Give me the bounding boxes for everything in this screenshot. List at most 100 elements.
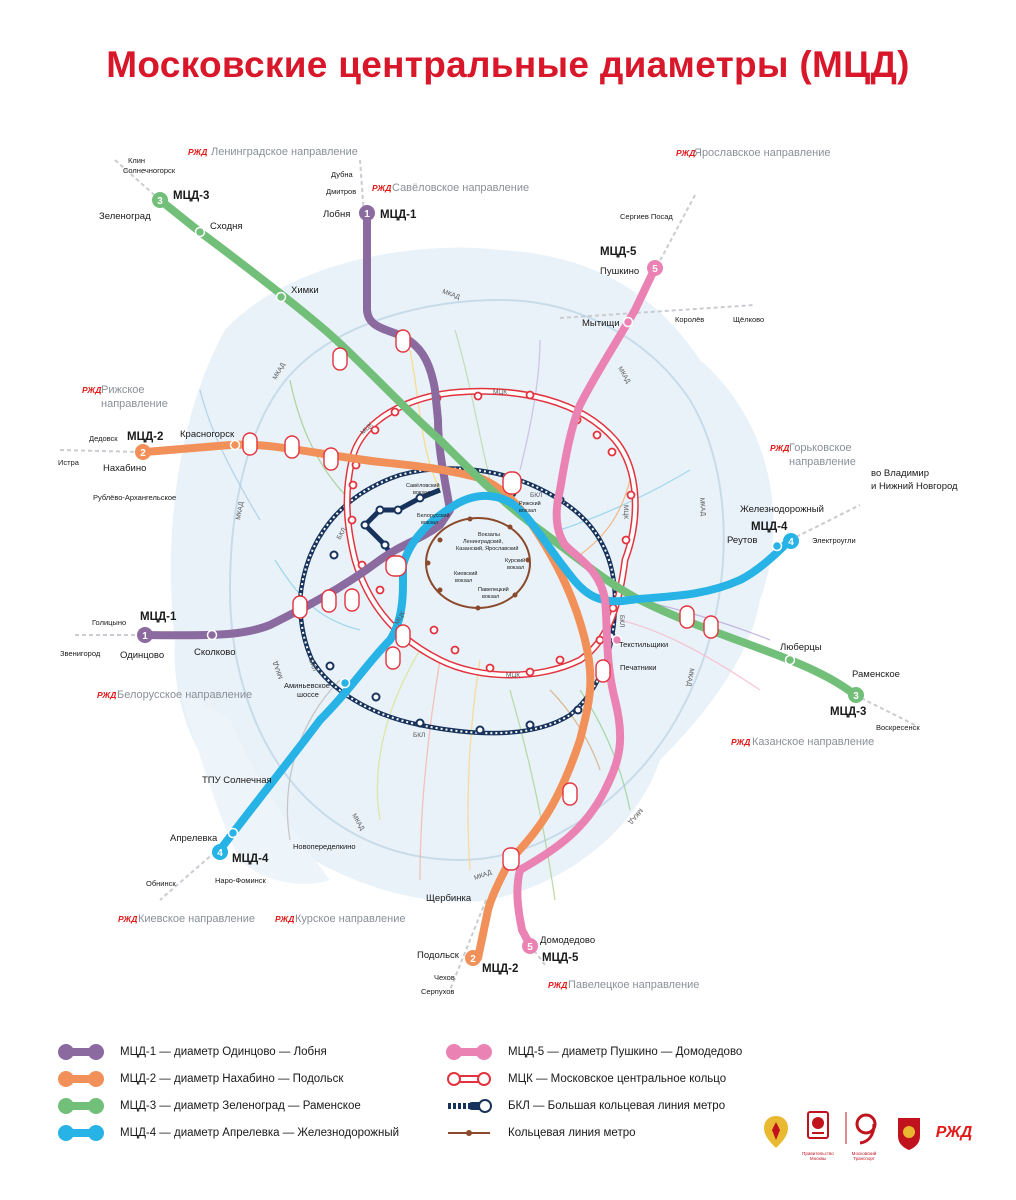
svg-text:3: 3 — [853, 691, 859, 702]
svg-text:Дмитров: Дмитров — [326, 187, 356, 196]
legend-item-mcd5: МЦД-5 — диаметр Пушкино — Домодедово — [444, 1040, 742, 1064]
line-badges: 1 МЦД-1 1 МЦД-1 2 МЦД-2 2 МЦД-2 3 МЦД-3 … — [127, 190, 866, 975]
legend-swatch — [444, 1067, 494, 1091]
svg-text:Рижское: Рижское — [101, 384, 145, 396]
svg-text:Реутов: Реутов — [727, 535, 757, 546]
svg-text:Апрелевка: Апрелевка — [170, 833, 218, 844]
legend-swatch — [56, 1067, 106, 1091]
legend-item-mcd2: МЦД-2 — диаметр Нахабино — Подольск — [56, 1067, 343, 1091]
svg-text:Люберцы: Люберцы — [780, 642, 822, 653]
svg-text:Королёв: Королёв — [675, 315, 704, 324]
svg-text:вокзал: вокзал — [421, 520, 438, 526]
svg-text:Сходня: Сходня — [210, 221, 243, 232]
svg-text:Текстильщики: Текстильщики — [619, 640, 668, 649]
legend-swatch — [444, 1121, 494, 1145]
transfer-markers — [242, 329, 719, 871]
legend-item-bkl: БКЛ — Большая кольцевая линия метро — [444, 1094, 725, 1118]
station-dots — [194, 226, 796, 839]
svg-text:МЦК: МЦК — [622, 505, 629, 519]
svg-text:БКЛ: БКЛ — [413, 732, 425, 739]
svg-text:Дедовск: Дедовск — [89, 434, 118, 443]
legend-label: МЦД-5 — диаметр Пушкино — Домодедово — [508, 1046, 743, 1058]
svg-text:Солнечногорск: Солнечногорск — [123, 166, 176, 175]
svg-text:3: 3 — [157, 196, 163, 207]
svg-text:Зеленоград: Зеленоград — [99, 211, 151, 222]
svg-text:Раменское: Раменское — [852, 669, 900, 680]
legend-label: МЦД-4 — диаметр Апрелевка — Железнодорож… — [120, 1127, 400, 1139]
svg-text:МЦД-1: МЦД-1 — [140, 611, 177, 623]
svg-text:РЖД: РЖД — [731, 737, 750, 747]
legend-label: МЦД-2 — диаметр Нахабино — Подольск — [120, 1073, 344, 1085]
legend-swatch — [444, 1040, 494, 1064]
svg-text:вокзал: вокзал — [455, 578, 472, 584]
svg-text:направление: направление — [101, 398, 168, 410]
svg-text:РЖД: РЖД — [275, 914, 294, 924]
new-moscow-area — [180, 690, 330, 884]
svg-text:5: 5 — [527, 942, 533, 953]
svg-text:МКАД: МКАД — [685, 668, 695, 688]
svg-text:Красногорск: Красногорск — [180, 429, 235, 440]
svg-text:Подольск: Подольск — [417, 950, 460, 961]
svg-text:Мытищи: Мытищи — [582, 318, 620, 329]
svg-text:Наро-Фоминск: Наро-Фоминск — [215, 876, 267, 885]
svg-text:Истра: Истра — [58, 458, 80, 467]
svg-text:Чехов: Чехов — [434, 973, 455, 982]
svg-text:Курский: Курский — [505, 557, 525, 564]
svg-text:Новопеределкино: Новопеределкино — [293, 842, 356, 851]
svg-text:вокзал: вокзал — [413, 490, 430, 496]
svg-text:РЖД: РЖД — [97, 690, 116, 700]
svg-text:1: 1 — [142, 631, 148, 642]
page-title: Московские центральные диаметры (МЦД) — [106, 44, 910, 85]
svg-text:Щербинка: Щербинка — [426, 893, 472, 904]
mkad-ring — [228, 298, 725, 862]
svg-text:РЖД: РЖД — [82, 385, 101, 395]
legend-swatch — [56, 1040, 106, 1064]
legend-item-mck: МЦК — Московское центральное кольцо — [444, 1067, 726, 1091]
svg-text:Обнинск: Обнинск — [146, 879, 176, 888]
svg-text:4: 4 — [788, 537, 794, 548]
legend-swatch — [56, 1094, 106, 1118]
svg-text:Печатники: Печатники — [620, 663, 656, 672]
svg-text:МЦД-5: МЦД-5 — [600, 246, 637, 258]
legend-label: МЦД-3 — диаметр Зеленоград — Раменское — [120, 1100, 361, 1112]
station-labels: Клин Солнечногорск Зеленоград Сходня Хим… — [58, 156, 920, 996]
terminal-labels: Савёловский вокзал Рижский вокзал Белору… — [406, 482, 541, 600]
coat-of-arms-logo — [760, 1112, 792, 1152]
legend: МЦД-1 — диаметр Одинцово — Лобня МЦД-2 —… — [56, 1040, 976, 1150]
svg-text:МЦД-3: МЦД-3 — [173, 190, 209, 202]
legend-item-mcd4: МЦД-4 — диаметр Апрелевка — Железнодорож… — [56, 1121, 399, 1145]
legend-swatch — [444, 1094, 494, 1118]
svg-text:Аминьевское: Аминьевское — [284, 681, 330, 690]
svg-text:МЦК: МЦК — [506, 672, 520, 679]
svg-text:1: 1 — [364, 209, 370, 220]
svg-text:МКАД: МКАД — [235, 501, 245, 521]
svg-text:МЦК: МЦК — [493, 389, 507, 396]
legend-item-mcd1: МЦД-1 — диаметр Одинцово — Лобня — [56, 1040, 327, 1064]
svg-text:БКЛ: БКЛ — [307, 658, 318, 672]
svg-text:МЦД-5: МЦД-5 — [542, 952, 579, 964]
svg-text:РЖД: РЖД — [676, 148, 695, 158]
svg-text:МЦД-4: МЦД-4 — [751, 521, 788, 533]
mcd-map: 1 МЦД-1 1 МЦД-1 2 МЦД-2 2 МЦД-2 3 МЦД-3 … — [58, 146, 958, 996]
svg-text:Железнодорожный: Железнодорожный — [740, 504, 824, 515]
svg-text:4: 4 — [217, 848, 223, 859]
svg-text:Ленинградский,: Ленинградский, — [463, 538, 503, 545]
legend-label: МЦД-1 — диаметр Одинцово — Лобня — [120, 1046, 327, 1058]
svg-text:Киевское направление: Киевское направление — [138, 913, 255, 925]
svg-text:Савёловский: Савёловский — [406, 482, 440, 489]
svg-text:МЦД-2: МЦД-2 — [127, 431, 163, 443]
svg-text:РЖД: РЖД — [118, 914, 137, 924]
svg-text:Ленинградское направление: Ленинградское направление — [211, 146, 358, 158]
svg-text:Павелецкое направление: Павелецкое направление — [568, 979, 699, 991]
svg-text:МЦД-3: МЦД-3 — [830, 706, 866, 718]
legend-label: Кольцевая линия метро — [508, 1127, 636, 1139]
svg-text:Казанское направление: Казанское направление — [752, 736, 874, 748]
svg-text:во Владимир: во Владимир — [871, 468, 929, 479]
legend-swatch — [56, 1121, 106, 1145]
svg-text:направление: направление — [789, 456, 856, 468]
svg-text:вокзал: вокзал — [507, 565, 524, 571]
svg-text:Домодедово: Домодедово — [540, 935, 595, 946]
